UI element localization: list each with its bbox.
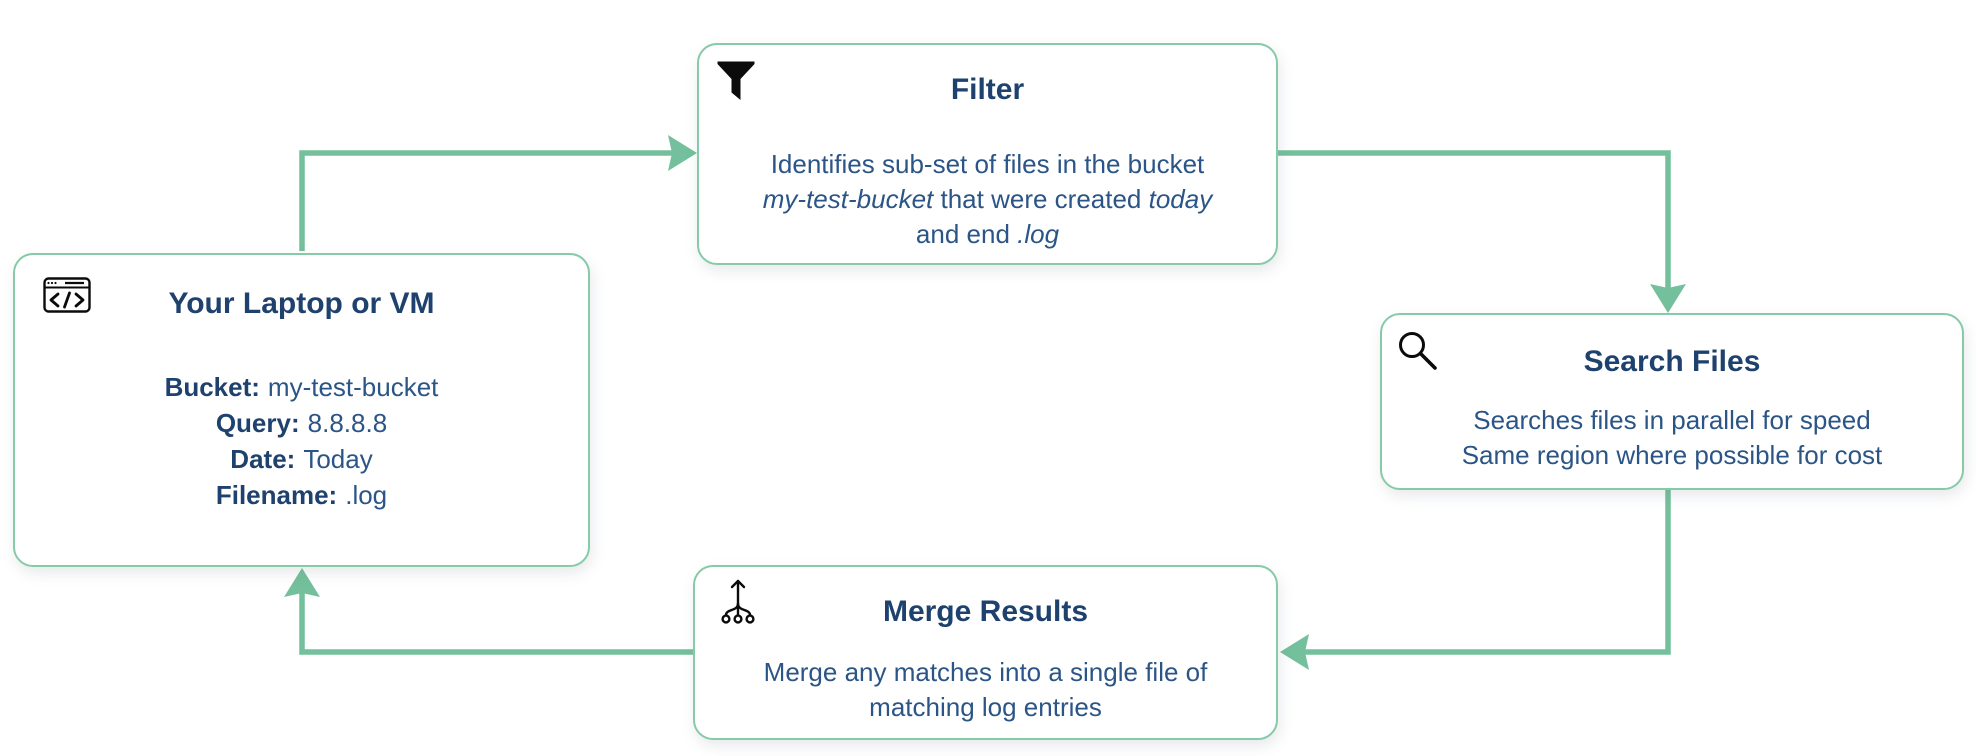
field-label: Date: (230, 444, 296, 474)
search-desc-line-1: Searches files in parallel for speed (1473, 405, 1871, 435)
field-value: 8.8.8.8 (307, 408, 388, 438)
filter-desc-line-2: my-test-bucket that were created today (762, 184, 1213, 214)
arrowhead-into-laptop (284, 568, 320, 597)
field-label: Bucket: (164, 372, 260, 402)
arrowhead-into-merge (1280, 634, 1309, 670)
laptop-parameters: Bucket:my-test-bucket Query:8.8.8.8 Date… (15, 369, 588, 513)
arrow-search-to-merge-line (1304, 490, 1671, 655)
arrow-filter-to-search-line (1278, 150, 1671, 289)
node-merge-results: Merge Results Merge any matches into a s… (693, 565, 1278, 740)
node-search-files: Search Files Searches files in parallel … (1380, 313, 1964, 490)
filter-description: Identifies sub-set of files in the bucke… (699, 147, 1276, 252)
node-your-laptop-or-vm: Your Laptop or VM Bucket:my-test-bucket … (13, 253, 590, 567)
merge-desc-line-2: matching log entries (869, 692, 1102, 722)
node-title: Your Laptop or VM (168, 287, 435, 320)
magnifier-icon (1397, 330, 1439, 372)
filter-desc-line-1: Identifies sub-set of files in the bucke… (770, 149, 1205, 179)
search-desc-line-2: Same region where possible for cost (1461, 440, 1883, 470)
code-window-icon (43, 277, 91, 313)
search-description: Searches files in parallel for speed Sam… (1382, 403, 1962, 473)
filter-desc-line-3: and end .log (915, 219, 1060, 249)
field-query: Query:8.8.8.8 (15, 405, 588, 441)
funnel-icon (717, 61, 755, 101)
arrow-laptop-to-filter-line (299, 150, 673, 251)
merge-icon (720, 578, 756, 626)
node-title: Merge Results (882, 595, 1089, 628)
arrowhead-into-search (1650, 284, 1686, 313)
field-label: Query: (215, 408, 300, 438)
field-filename: Filename:.log (15, 477, 588, 513)
node-title: Search Files (1583, 345, 1761, 378)
field-value: my-test-bucket (267, 372, 439, 402)
field-value: Today (303, 444, 373, 474)
field-bucket: Bucket:my-test-bucket (15, 369, 588, 405)
node-filter: Filter Identifies sub-set of files in th… (697, 43, 1278, 265)
merge-description: Merge any matches into a single file of … (695, 655, 1276, 725)
arrowhead-into-filter (668, 135, 697, 171)
field-date: Date:Today (15, 441, 588, 477)
arrow-merge-to-laptop-line (299, 592, 693, 655)
field-value: .log (345, 480, 388, 510)
field-label: Filename: (215, 480, 338, 510)
merge-desc-line-1: Merge any matches into a single file of (763, 657, 1208, 687)
node-title: Filter (950, 73, 1025, 106)
